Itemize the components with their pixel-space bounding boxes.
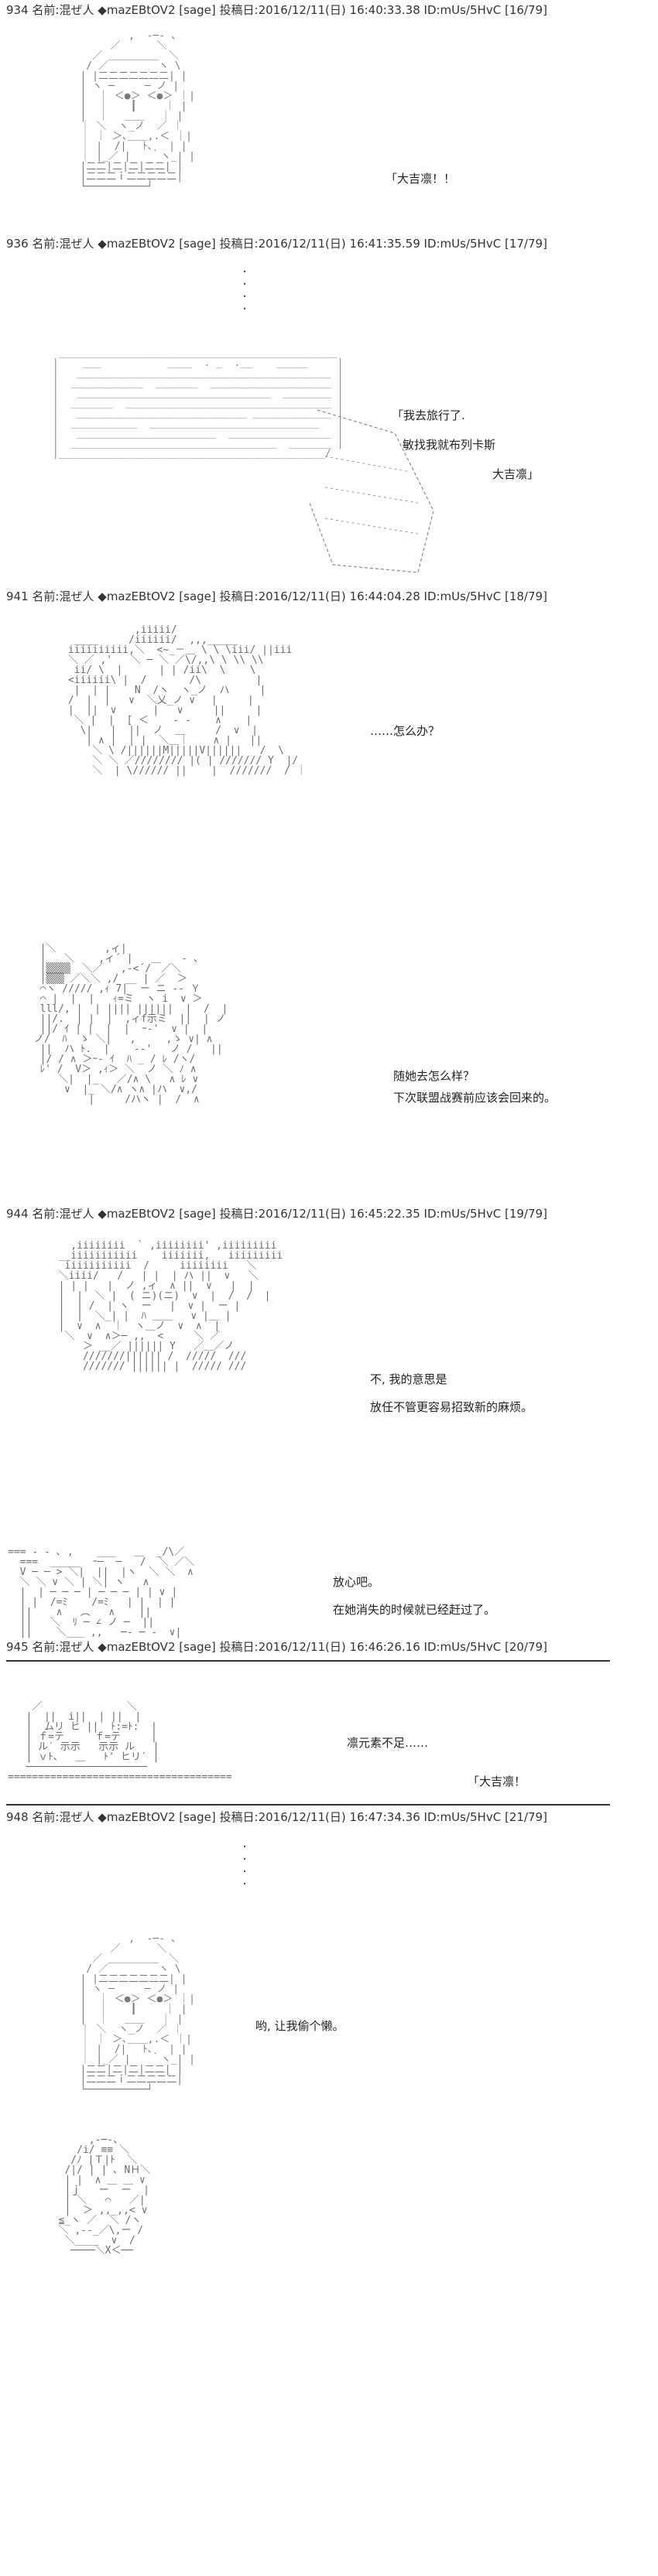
- ascii-art-face-low: ／ ＼ | || i|| | || | | ムリ ヒ || ﾄ:=ﾄ: | | …: [8, 1701, 232, 1783]
- post-header: 944 名前:混ぜ人 ◆mazEBtOV2 [sage] 投稿日:2016/12…: [6, 1207, 547, 1221]
- dialog-line: 下次联盟战赛前应该会回来的。: [393, 1091, 557, 1105]
- post-trip: ◆mazEBtOV2: [98, 237, 176, 251]
- dialog-line: 放心吧。: [333, 1575, 380, 1589]
- post-name-label: 名前:: [32, 589, 60, 603]
- dialog-line: 不, 我的意思是: [370, 1372, 447, 1386]
- ellipsis-dots: ····: [242, 1839, 247, 1892]
- post-trip: ◆mazEBtOV2: [98, 1207, 176, 1221]
- post-author[interactable]: 混ぜ人: [59, 237, 94, 251]
- ascii-art-rin-2: , -─- 、 ／ ＼ ／ ＼ / ／￣￣￣￣￣ヽ \ | |二二二二二二二| …: [80, 1933, 195, 2096]
- post-trip: ◆mazEBtOV2: [98, 1640, 176, 1654]
- post-name-label: 名前:: [32, 237, 60, 251]
- ascii-art-twins-2: ,iiiiiiii ` ,iiiiiiii' ,iiiiiiiii __iiii…: [58, 1240, 283, 1372]
- ascii-art-rin-glasses: |＼ ,ィ| | ＼ ,ィ´ | - 、 |▒▒▒▒ ＼／ ,-<´/￣／＼ |…: [33, 943, 228, 1105]
- post-date-label: 投稿日:: [219, 1207, 259, 1221]
- post-name-label: 名前:: [32, 1810, 60, 1824]
- dialog-line: 随她去怎么样？: [393, 1069, 475, 1083]
- dialog-line: ……怎么办？: [370, 724, 440, 738]
- dialog-line: 在她消失的时候就已经赶过了。: [333, 1603, 496, 1617]
- post-id[interactable]: ID:mUs/5HvC: [423, 589, 502, 603]
- post-id[interactable]: ID:mUs/5HvC: [423, 237, 502, 251]
- post-trip: ◆mazEBtOV2: [98, 1810, 176, 1824]
- post-date: 2016/12/11(日) 16:40:33.38: [258, 3, 420, 17]
- post-id[interactable]: ID:mUs/5HvC: [423, 1810, 502, 1824]
- ascii-art-sitting: ,-─-、 /i/ ≡≡ ＼ /ﾉ |Ｔ|ﾄ ＼ /|/ | | ､ NＨ＼ |…: [58, 2134, 151, 2257]
- post-date-label: 投稿日:: [219, 237, 259, 251]
- letter-page-illustration: [309, 409, 434, 573]
- dialog-line: 「我去旅行了.: [392, 408, 465, 422]
- post-number: 944: [6, 1207, 29, 1221]
- post-author[interactable]: 混ぜ人: [59, 1810, 94, 1824]
- post-mail: [sage]: [179, 237, 216, 251]
- post-date: 2016/12/11(日) 16:44:04.28: [258, 589, 420, 603]
- dialog-line: 凛元素不足……: [347, 1736, 429, 1750]
- divider: [6, 1804, 610, 1806]
- dialog-line: 「大吉凛！！: [386, 172, 456, 186]
- post-page: [19/79]: [504, 1207, 547, 1221]
- post-number: 934: [6, 3, 29, 17]
- post-name-label: 名前:: [32, 3, 60, 17]
- post-date-label: 投稿日:: [219, 589, 259, 603]
- post-date-label: 投稿日:: [219, 3, 259, 17]
- post-mail: [sage]: [179, 1640, 216, 1654]
- post-page: [21/79]: [504, 1810, 547, 1824]
- post-number: 948: [6, 1810, 29, 1824]
- post-header: 948 名前:混ぜ人 ◆mazEBtOV2 [sage] 投稿日:2016/12…: [6, 1810, 547, 1824]
- dialog-line: 哟, 让我偷个懒。: [255, 2019, 344, 2033]
- ascii-art-rin: , -─- 、 ／ ＼ ／ ＼ / ／￣￣￣￣￣ヽ \ | |二二二二二二二| …: [80, 30, 195, 193]
- post-author[interactable]: 混ぜ人: [59, 589, 94, 603]
- ascii-art-twins: ,iiiii/ ____ /iiiiii/ ,,,_____ iiiiiiiii…: [67, 624, 307, 777]
- post-date: 2016/12/11(日) 16:46:26.16: [258, 1640, 420, 1654]
- ascii-art-letter: ________________________________________…: [52, 347, 344, 460]
- post-page: [18/79]: [504, 589, 547, 603]
- dialog-line: 敏找我就布列卡斯: [403, 438, 496, 452]
- post-date: 2016/12/11(日) 16:41:35.59: [258, 237, 420, 251]
- dialog-line: 大吉凛」: [492, 467, 540, 481]
- post-mail: [sage]: [179, 1207, 216, 1221]
- ellipsis-dots: ····: [242, 264, 247, 317]
- post-date-label: 投稿日:: [219, 1640, 259, 1654]
- post-header: 941 名前:混ぜ人 ◆mazEBtOV2 [sage] 投稿日:2016/12…: [6, 589, 547, 603]
- post-author[interactable]: 混ぜ人: [59, 1207, 94, 1221]
- post-date-label: 投稿日:: [219, 1810, 259, 1824]
- post-name-label: 名前:: [32, 1207, 60, 1221]
- divider: [6, 1660, 610, 1662]
- post-mail: [sage]: [179, 3, 216, 17]
- dialog-line: 放任不管更容易招致新的麻烦。: [370, 1400, 533, 1414]
- post-trip: ◆mazEBtOV2: [98, 589, 176, 603]
- post-page: [17/79]: [504, 237, 547, 251]
- post-number: 936: [6, 237, 29, 251]
- post-date: 2016/12/11(日) 16:47:34.36: [258, 1810, 420, 1824]
- post-header: 936 名前:混ぜ人 ◆mazEBtOV2 [sage] 投稿日:2016/12…: [6, 237, 547, 251]
- post-author[interactable]: 混ぜ人: [59, 1640, 94, 1654]
- post-mail: [sage]: [179, 1810, 216, 1824]
- post-mail: [sage]: [179, 589, 216, 603]
- post-number: 941: [6, 589, 29, 603]
- post-header: 945 名前:混ぜ人 ◆mazEBtOV2 [sage] 投稿日:2016/12…: [6, 1640, 547, 1654]
- ascii-art-sleepy: === ‐ - ､ , ___ ＿ _/\／ === _____ ｰ─ ─ / …: [8, 1546, 195, 1638]
- post-number: 945: [6, 1640, 29, 1654]
- dialog-line: 「大吉凛！: [468, 1775, 526, 1789]
- post-trip: ◆mazEBtOV2: [98, 3, 176, 17]
- post-date: 2016/12/11(日) 16:45:22.35: [258, 1207, 420, 1221]
- post-id[interactable]: ID:mUs/5HvC: [423, 1207, 502, 1221]
- post-name-label: 名前:: [32, 1640, 60, 1654]
- post-author[interactable]: 混ぜ人: [59, 3, 94, 17]
- post-id[interactable]: ID:mUs/5HvC: [423, 3, 502, 17]
- post-header: 934 名前:混ぜ人 ◆mazEBtOV2 [sage] 投稿日:2016/12…: [6, 3, 547, 17]
- post-id[interactable]: ID:mUs/5HvC: [423, 1640, 502, 1654]
- post-page: [20/79]: [504, 1640, 547, 1654]
- post-page: [16/79]: [504, 3, 547, 17]
